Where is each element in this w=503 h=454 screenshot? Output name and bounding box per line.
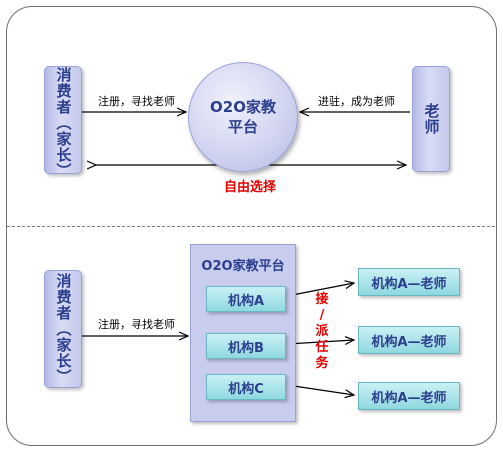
teacher-box-3: 机构A—老师 bbox=[358, 382, 460, 410]
task-label-char-5: 务 bbox=[315, 356, 329, 371]
arrow-institution-c bbox=[287, 385, 354, 395]
teacher-label: 老师 bbox=[422, 103, 441, 135]
platform-circle: O2O家教 平台 bbox=[188, 62, 298, 172]
consumer-label-bottom: 消费者（家长） bbox=[54, 273, 73, 385]
arrow-institution-b bbox=[287, 340, 354, 344]
teacher-box-3-label: 机构A—老师 bbox=[371, 390, 447, 406]
register-label-top: 注册，寻找老师 bbox=[98, 95, 175, 108]
section-divider bbox=[7, 226, 495, 227]
institution-c-label: 机构C bbox=[228, 381, 264, 397]
task-label-char-3: 派 bbox=[315, 324, 329, 339]
consumer-box-bottom: 消费者（家长） bbox=[44, 270, 82, 388]
institution-a-label: 机构A bbox=[227, 293, 265, 309]
platform-circle-line2: 平台 bbox=[227, 118, 258, 136]
teacher-box: 老师 bbox=[412, 66, 450, 172]
register-label-bottom: 注册，寻找老师 bbox=[98, 318, 175, 331]
consumer-label-top: 消费者（家长） bbox=[54, 67, 73, 179]
task-label-char-1: 接 bbox=[315, 292, 329, 307]
teacher-box-1-label: 机构A—老师 bbox=[371, 276, 447, 292]
platform-circle-line1: O2O家教 bbox=[210, 98, 276, 116]
join-label: 进驻，成为老师 bbox=[318, 95, 395, 108]
institution-b-label: 机构B bbox=[228, 340, 264, 356]
teacher-box-1: 机构A—老师 bbox=[358, 268, 460, 296]
task-label-char-4: 任 bbox=[315, 340, 329, 355]
task-label: 接 / 派 任 务 bbox=[314, 292, 330, 372]
arrow-institution-a bbox=[287, 283, 354, 296]
platform-panel-title: O2O家教平台 bbox=[201, 259, 285, 274]
task-label-char-2: / bbox=[319, 308, 325, 323]
institution-b-box: 机构B bbox=[206, 333, 286, 359]
institution-a-box: 机构A bbox=[206, 286, 286, 312]
institution-c-box: 机构C bbox=[206, 374, 286, 400]
consumer-box-top: 消费者（家长） bbox=[44, 66, 82, 179]
free-choice-label: 自由选择 bbox=[224, 180, 277, 195]
teacher-box-2-label: 机构A—老师 bbox=[371, 334, 447, 350]
teacher-box-2: 机构A—老师 bbox=[358, 326, 460, 354]
